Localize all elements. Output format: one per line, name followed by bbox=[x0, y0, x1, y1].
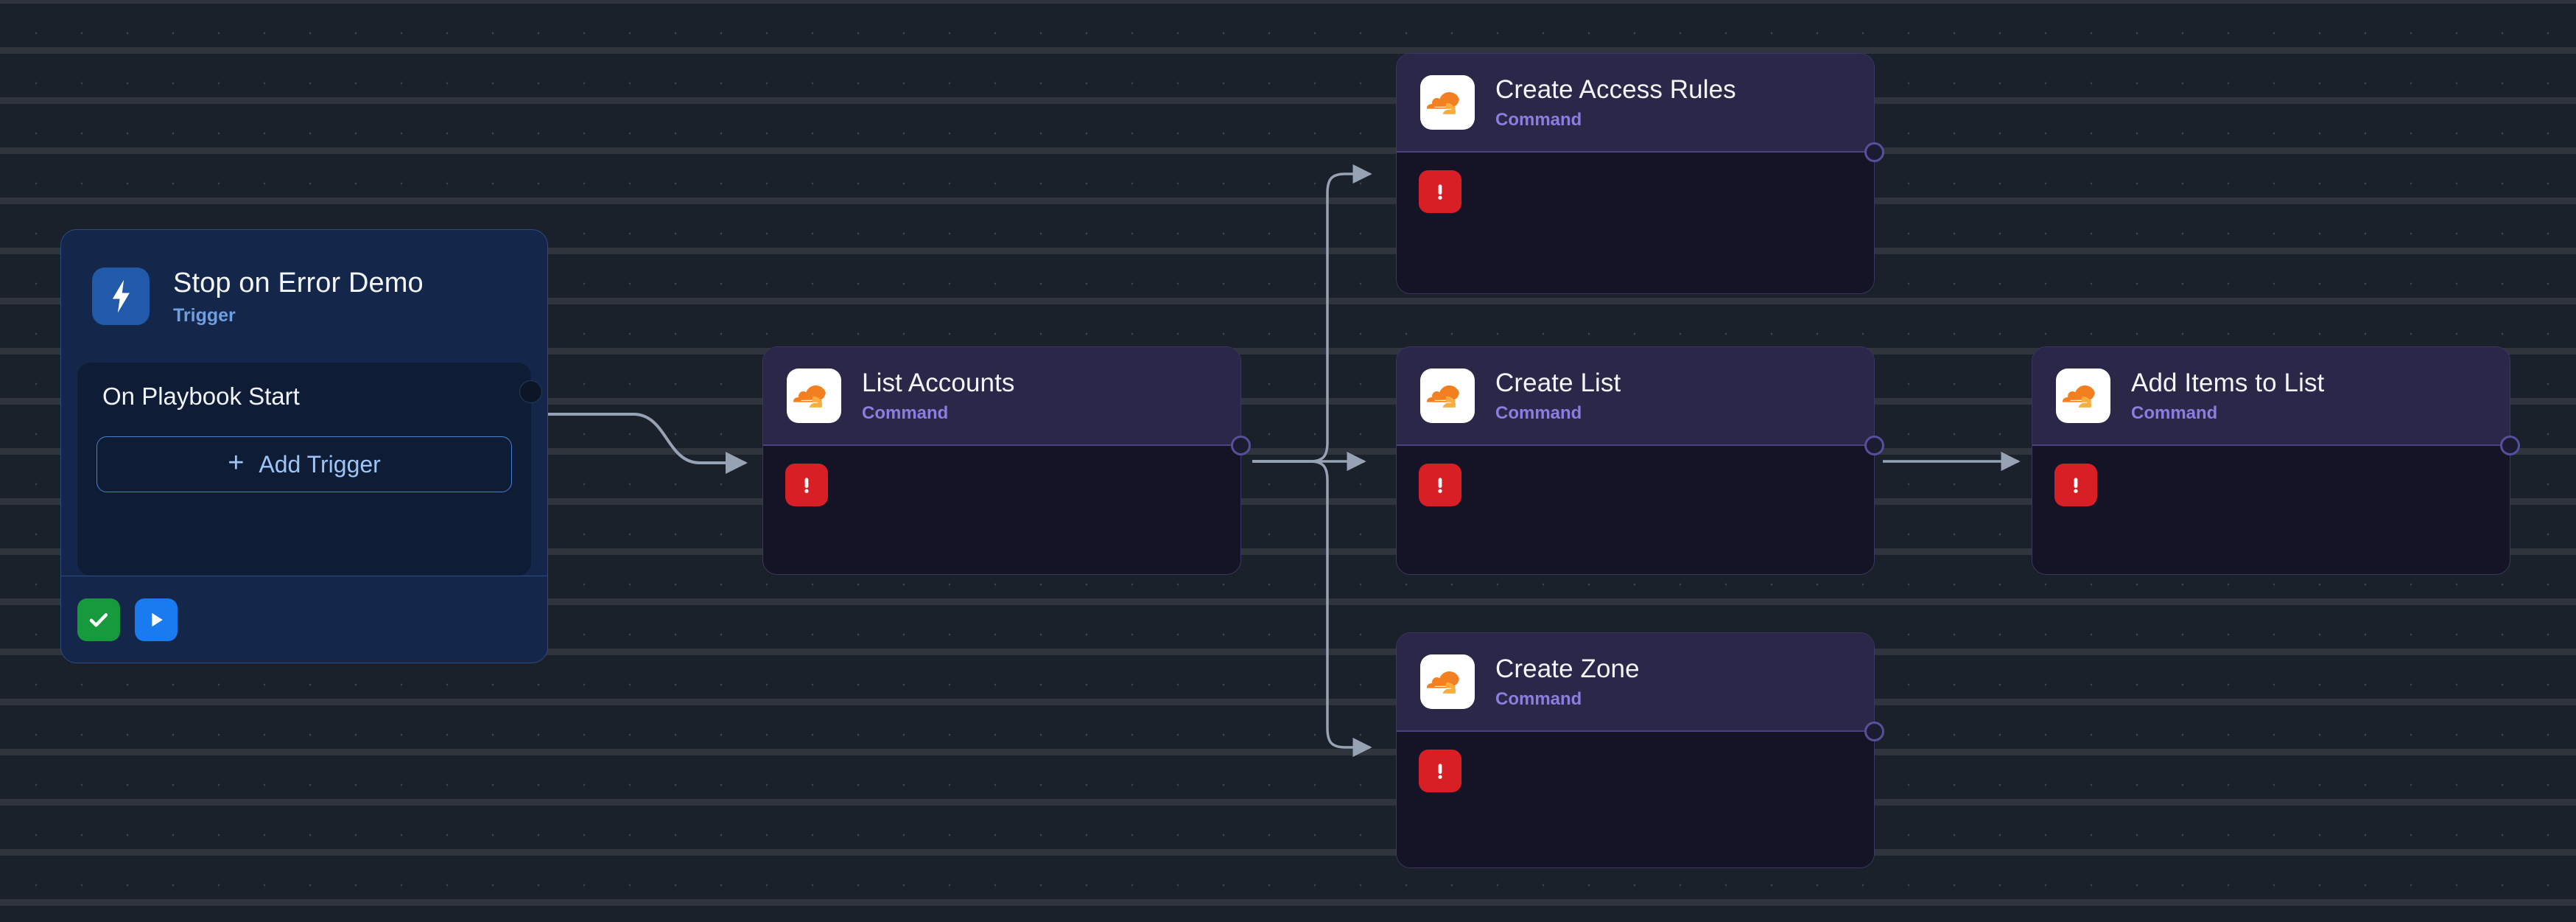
trigger-node[interactable]: Stop on Error Demo Trigger On Playbook S… bbox=[60, 229, 548, 663]
command-node-header: Add Items to List Command bbox=[2032, 347, 2510, 446]
command-node-output-handle[interactable] bbox=[2500, 436, 2520, 455]
command-node-output-handle[interactable] bbox=[1864, 436, 1884, 455]
command-node-header: Create Zone Command bbox=[1397, 633, 1874, 732]
command-node-title: Create Zone bbox=[1495, 654, 1640, 683]
trigger-body-label: On Playbook Start bbox=[102, 383, 300, 410]
cloudflare-logo-icon bbox=[1420, 369, 1475, 423]
command-node-add-items-to-list[interactable]: Add Items to List Command bbox=[2032, 346, 2520, 575]
command-node-title: Create Access Rules bbox=[1495, 75, 1736, 104]
cloudflare-logo-icon bbox=[1420, 654, 1475, 709]
command-node-body bbox=[763, 446, 1240, 574]
command-node-output-handle[interactable] bbox=[1864, 722, 1884, 741]
command-node-title: List Accounts bbox=[862, 369, 1015, 397]
command-node-title: Add Items to List bbox=[2131, 369, 2325, 397]
command-node-subtitle: Command bbox=[2131, 403, 2218, 423]
command-node-subtitle: Command bbox=[862, 403, 949, 423]
validate-button[interactable] bbox=[77, 598, 120, 641]
lightning-bolt-icon bbox=[92, 268, 150, 325]
command-node-subtitle: Command bbox=[1495, 689, 1582, 709]
command-node-output-handle[interactable] bbox=[1864, 142, 1884, 162]
command-node-body bbox=[2032, 446, 2510, 574]
trigger-node-header: Stop on Error Demo Trigger bbox=[61, 230, 547, 363]
command-node-create-zone[interactable]: Create Zone Command bbox=[1396, 632, 1884, 868]
command-node-body bbox=[1397, 446, 1874, 574]
cloudflare-logo-icon bbox=[2056, 369, 2110, 423]
command-node-header: Create List Command bbox=[1397, 347, 1874, 446]
error-exclamation-icon[interactable] bbox=[1419, 170, 1461, 213]
command-node-subtitle: Command bbox=[1495, 403, 1582, 423]
command-node-header: Create Access Rules Command bbox=[1397, 54, 1874, 153]
command-node-list-accounts[interactable]: List Accounts Command bbox=[762, 346, 1251, 575]
error-exclamation-icon[interactable] bbox=[2054, 464, 2097, 506]
command-node-create-list[interactable]: Create List Command bbox=[1396, 346, 1884, 575]
run-button[interactable] bbox=[135, 598, 178, 641]
add-trigger-label: Add Trigger bbox=[259, 450, 381, 478]
plus-icon: + bbox=[228, 447, 245, 478]
error-exclamation-icon[interactable] bbox=[1419, 464, 1461, 506]
trigger-output-handle[interactable] bbox=[519, 380, 542, 403]
command-node-body bbox=[1397, 153, 1874, 293]
trigger-subtitle: Trigger bbox=[173, 305, 236, 326]
trigger-body-panel: On Playbook Start + Add Trigger bbox=[77, 363, 542, 576]
command-node-output-handle[interactable] bbox=[1231, 436, 1251, 455]
trigger-title: Stop on Error Demo bbox=[173, 268, 424, 298]
command-node-body bbox=[1397, 732, 1874, 867]
command-node-title: Create List bbox=[1495, 369, 1621, 397]
command-node-create-access-rules[interactable]: Create Access Rules Command bbox=[1396, 53, 1884, 294]
trigger-footer bbox=[61, 576, 547, 663]
cloudflare-logo-icon bbox=[787, 369, 841, 423]
command-node-header: List Accounts Command bbox=[763, 347, 1240, 446]
command-node-subtitle: Command bbox=[1495, 110, 1582, 130]
error-exclamation-icon[interactable] bbox=[1419, 750, 1461, 792]
error-exclamation-icon[interactable] bbox=[785, 464, 828, 506]
cloudflare-logo-icon bbox=[1420, 75, 1475, 130]
add-trigger-button[interactable]: + Add Trigger bbox=[96, 436, 512, 492]
